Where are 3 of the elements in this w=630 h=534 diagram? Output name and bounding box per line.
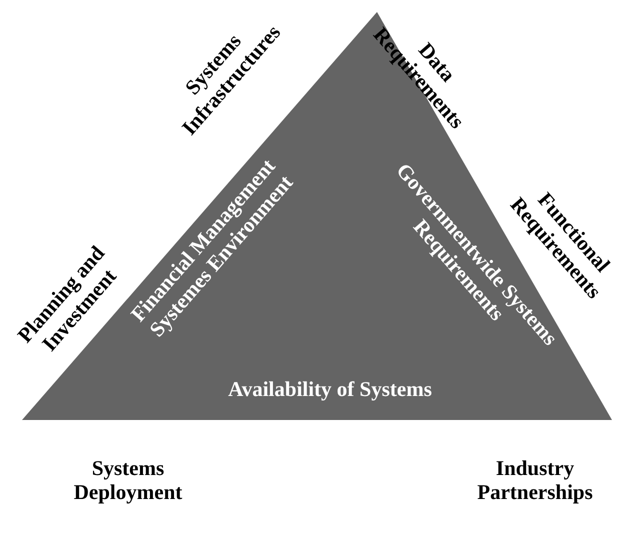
corner-label: Systems Deployment [72, 456, 184, 504]
base-label: Availability of Systems [227, 377, 433, 401]
corner-label: Industry Partnerships [476, 456, 594, 504]
